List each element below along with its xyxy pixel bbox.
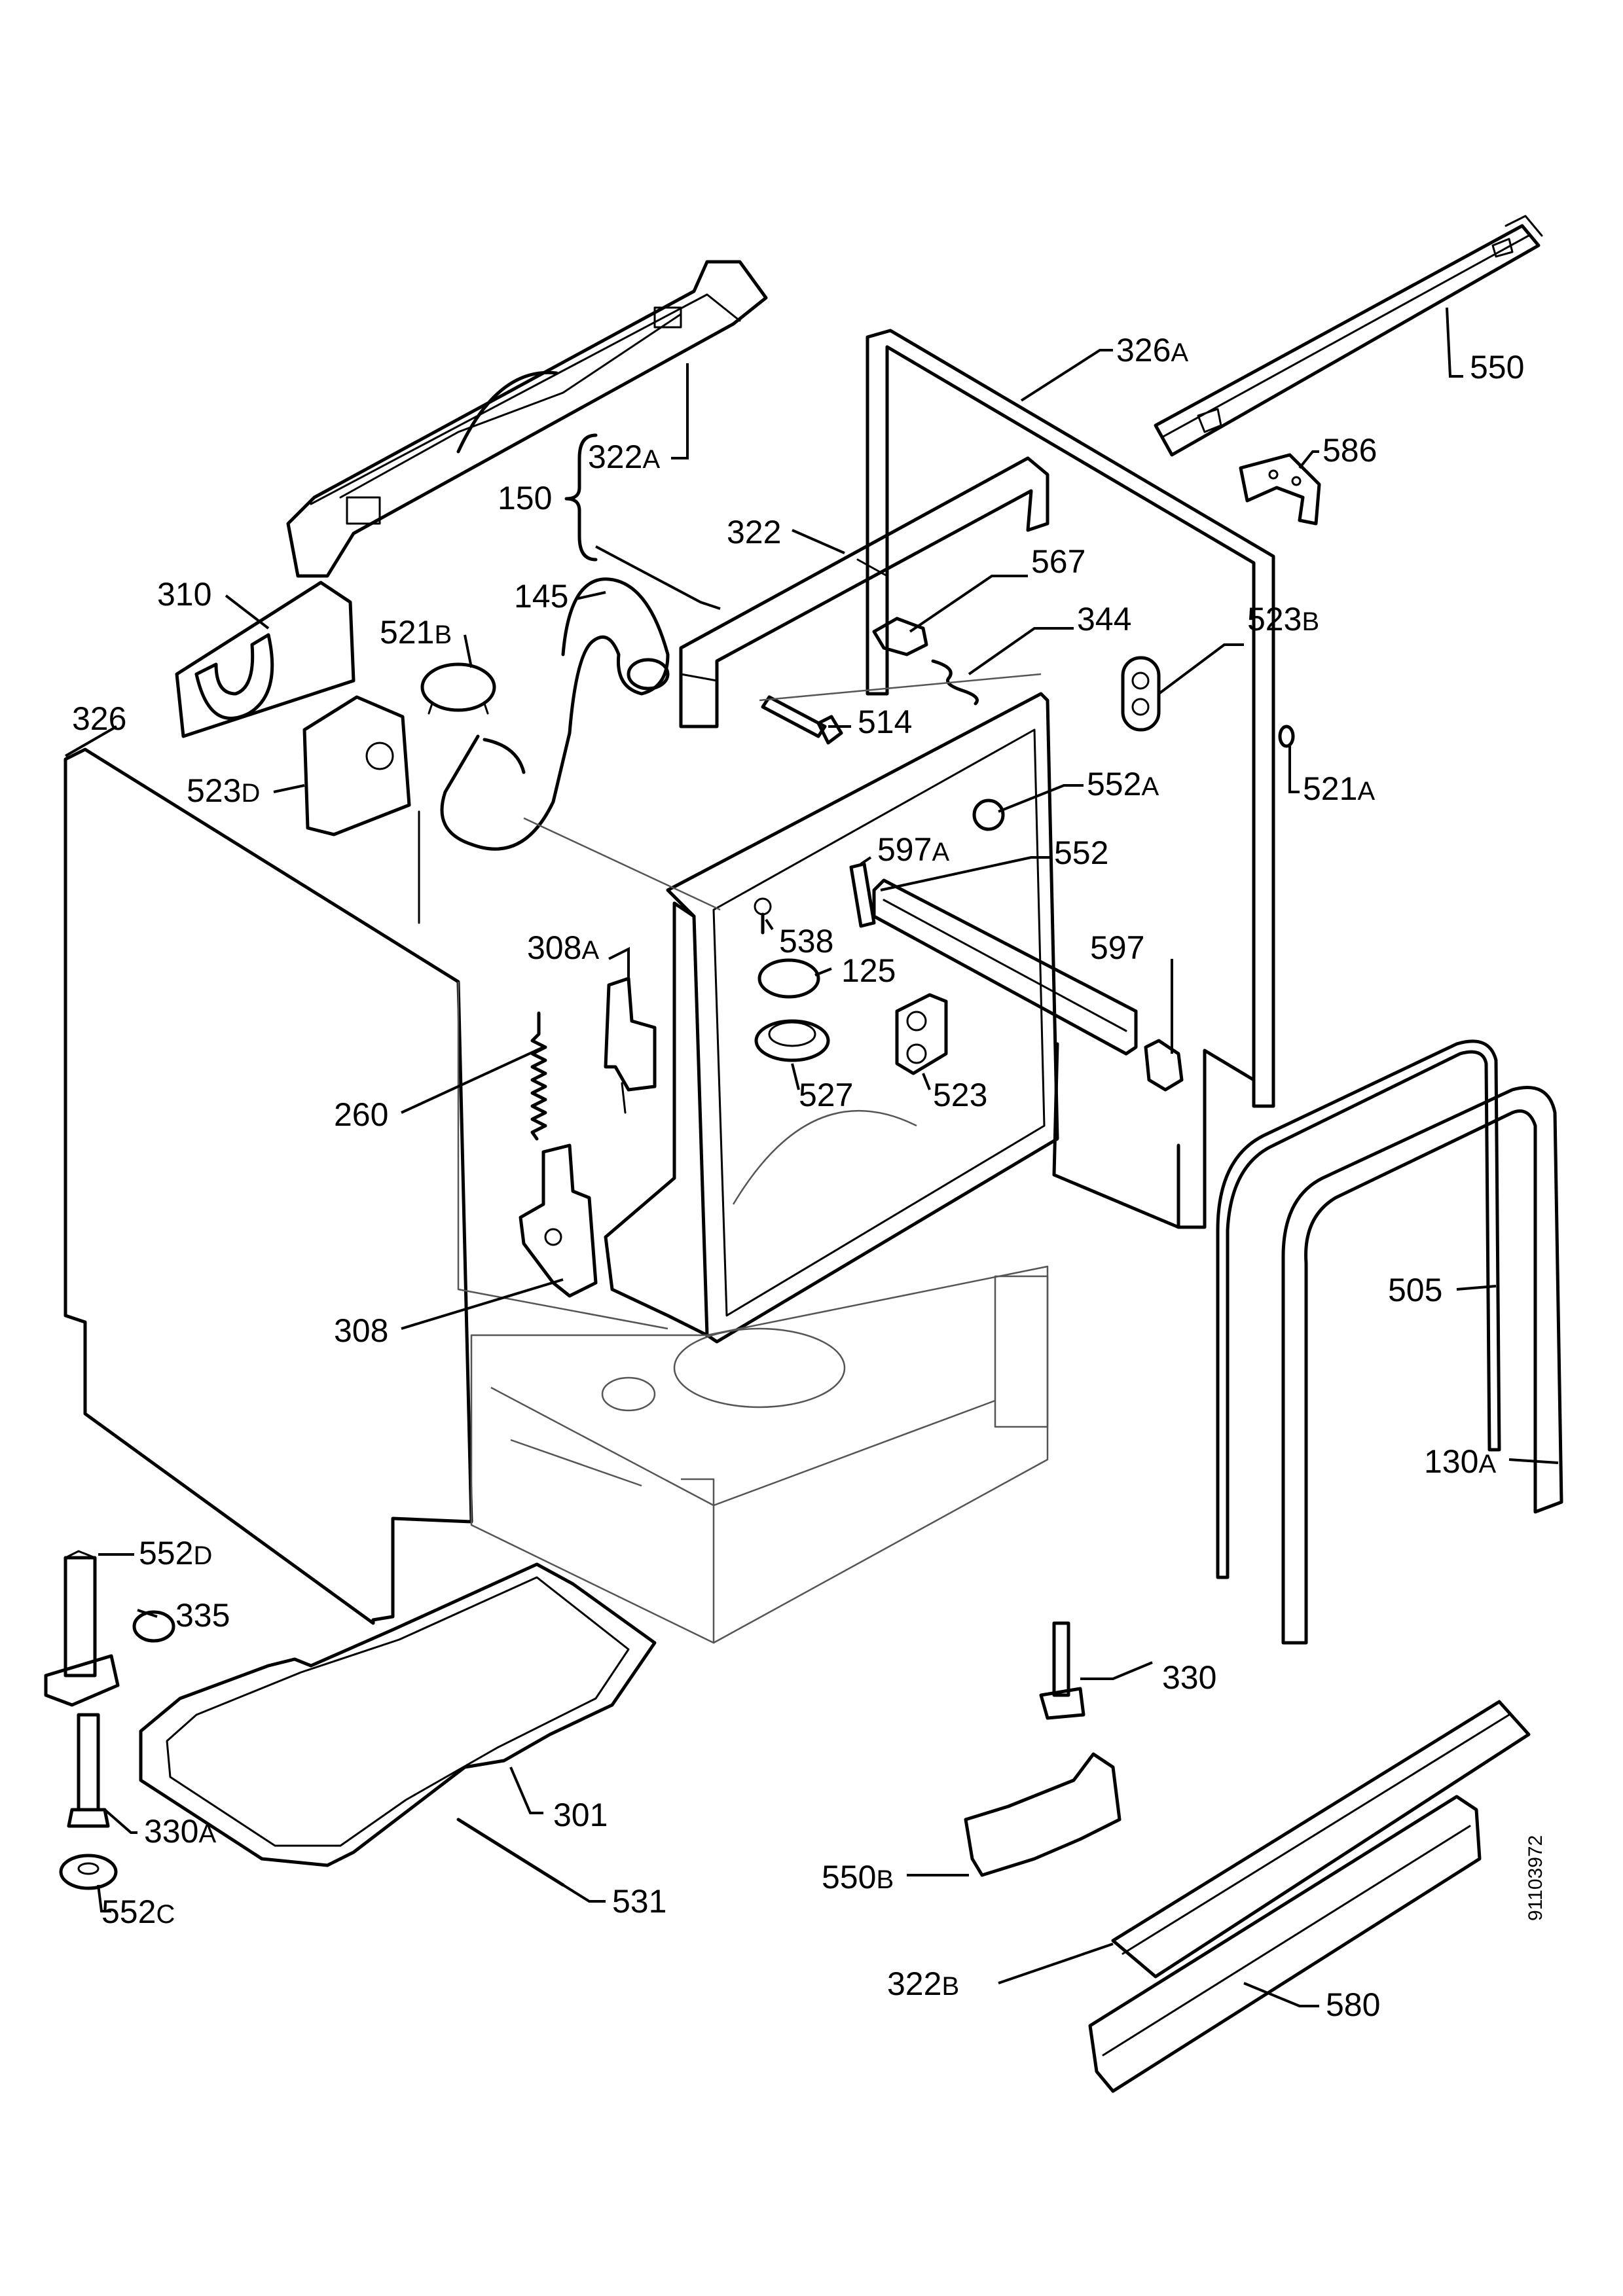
- top-frame-322: [679, 456, 1049, 728]
- lock-308a: [604, 977, 657, 1114]
- frame-301: [139, 1562, 657, 1867]
- label-330: 330: [1162, 1659, 1216, 1696]
- label-586: 586: [1322, 432, 1377, 469]
- leader-lines: [65, 307, 1559, 2007]
- side-panel-326a: [866, 329, 1275, 1229]
- label-523b: 523B: [1247, 601, 1319, 637]
- washer-552c: [59, 1854, 118, 1890]
- label-310: 310: [157, 576, 211, 613]
- label-531: 531: [612, 1883, 666, 1920]
- spring-260: [530, 1011, 547, 1141]
- grommet-523b: [1121, 656, 1161, 732]
- cap-521b: [420, 662, 496, 715]
- label-552: 552: [1054, 834, 1108, 871]
- label-322b: 322B: [887, 1965, 959, 2002]
- door-frame: [604, 692, 1059, 1344]
- label-335: 335: [175, 1597, 230, 1634]
- rod-531: [456, 1818, 565, 1887]
- gasket-505: [1216, 1039, 1501, 1579]
- brace-150: [564, 433, 598, 562]
- label-552a: 552A: [1087, 766, 1159, 802]
- gasket-130a: [1281, 1086, 1563, 1645]
- label-550b: 550B: [822, 1859, 894, 1895]
- label-130a: 130A: [1424, 1443, 1496, 1480]
- label-538: 538: [779, 923, 833, 960]
- nut-527: [754, 1019, 830, 1062]
- spring-344: [931, 659, 979, 706]
- hinge-308: [519, 1143, 598, 1298]
- label-150: 150: [498, 480, 552, 516]
- label-523d: 523D: [187, 772, 260, 809]
- kickplate-322b: [1111, 1700, 1531, 1979]
- label-322: 322: [727, 514, 781, 550]
- hose-145: [440, 577, 670, 851]
- screw-514: [761, 695, 843, 745]
- label-523: 523: [933, 1077, 987, 1113]
- label-514: 514: [858, 704, 912, 740]
- label-597: 597: [1090, 929, 1144, 966]
- plug-552a: [972, 798, 1005, 831]
- label-344: 344: [1077, 601, 1131, 637]
- part-labels: 326A 550 586 322A 150 322 567 310 145 34…: [72, 332, 1524, 2023]
- bolt-330a: [67, 1713, 110, 1828]
- inner-tub: [457, 673, 1042, 1330]
- top-rail-550: [1154, 215, 1543, 457]
- cable-rail-322a: [286, 260, 768, 578]
- screw-538: [754, 897, 772, 935]
- label-330a: 330A: [144, 1813, 216, 1850]
- label-145: 145: [514, 578, 568, 615]
- plate-523d: [302, 695, 411, 836]
- label-552d: 552D: [139, 1535, 212, 1571]
- label-125: 125: [841, 952, 896, 989]
- grommet-523: [895, 993, 948, 1075]
- bracket-586: [1239, 453, 1321, 526]
- clip-597a: [849, 862, 876, 928]
- label-505: 505: [1388, 1272, 1442, 1308]
- bolt-330: [1039, 1621, 1085, 1720]
- ring-521a: [1278, 725, 1295, 748]
- label-521a: 521A: [1303, 770, 1375, 807]
- label-322a: 322A: [588, 439, 660, 475]
- cover-310: [175, 581, 356, 738]
- kickplate-580: [1088, 1795, 1482, 2093]
- label-260: 260: [334, 1096, 388, 1133]
- label-326a: 326A: [1116, 332, 1188, 368]
- label-580: 580: [1326, 1986, 1380, 2023]
- label-308a: 308A: [527, 929, 599, 966]
- base-frame: [470, 1265, 1049, 1644]
- label-527: 527: [799, 1077, 853, 1113]
- side-panel-326: [64, 747, 473, 1625]
- label-597a: 597A: [877, 831, 949, 868]
- label-521b: 521B: [380, 614, 452, 651]
- seal-ring-125: [757, 958, 820, 999]
- bracket-550b: [964, 1752, 1122, 1877]
- label-326: 326: [72, 700, 126, 737]
- label-301: 301: [553, 1797, 608, 1833]
- foot-552d: [44, 1550, 120, 1707]
- label-567: 567: [1031, 543, 1085, 580]
- clip-597: [1144, 1039, 1184, 1092]
- label-308: 308: [334, 1312, 388, 1349]
- clip-567: [872, 617, 928, 656]
- document-number: 91103972: [1525, 1835, 1546, 1921]
- label-550: 550: [1470, 349, 1524, 386]
- strip-552: [872, 878, 1138, 1056]
- label-552c: 552C: [101, 1893, 175, 1930]
- gear-335: [132, 1610, 175, 1643]
